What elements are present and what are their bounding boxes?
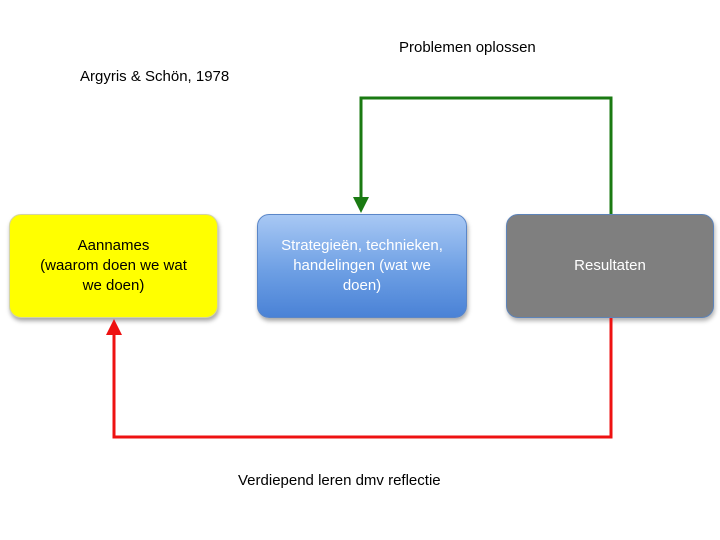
double-loop-arrowhead [106,319,122,335]
strategies-box: Strategieën, technieken, handelingen (wa… [257,214,467,318]
assumptions-line-1: Aannames [77,237,150,254]
double-loop-label: Verdiepend leren dmv reflectie [238,472,441,489]
single-loop-arrow-line [359,96,613,214]
single-loop-arrowhead [353,197,369,213]
citation-text: Argyris & Schön, 1978 [80,68,230,85]
strategies-line-2: handelingen (wat we [293,257,431,274]
assumptions-line-2: (waarom doen we wat [40,257,187,274]
results-line-1: Resultaten [574,257,646,274]
strategies-line-1: Strategieën, technieken, [281,237,443,254]
assumptions-line-3: we doen) [82,277,145,294]
single-loop-label: Problemen oplossen [399,39,536,56]
assumptions-box: Aannames (waarom doen we wat we doen) [9,214,218,318]
strategies-line-3: doen) [342,277,382,294]
results-box: Resultaten [506,214,714,318]
double-loop-arrow-line [112,318,613,439]
